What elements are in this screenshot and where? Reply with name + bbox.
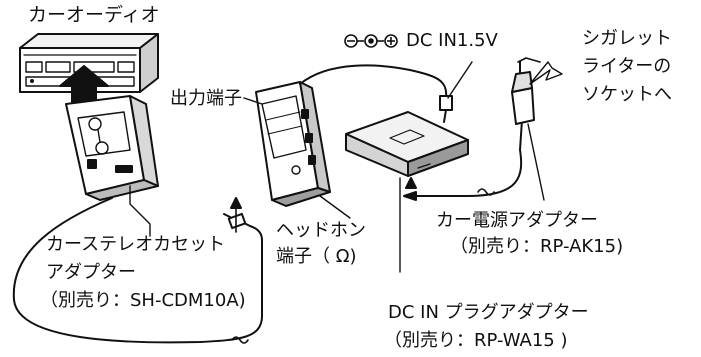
dc-plug-adapter — [345, 111, 469, 177]
headphone-icon: Ω — [335, 246, 350, 267]
cassette-adapter — [65, 95, 159, 201]
headphone-jack-plug — [223, 212, 263, 259]
dc-in-spec-text: DC IN1.5V — [406, 30, 498, 51]
cigarette-arrow — [529, 61, 563, 85]
dc-plug-adapter-label: DC IN プラグアダプター — [388, 302, 589, 323]
dc-in-spec: DC IN1.5V — [342, 30, 498, 52]
headphone-label-line1: ヘッドホン — [276, 220, 366, 241]
cigarette-label-line2: ライターの — [582, 56, 672, 77]
headphone-arrow — [230, 197, 242, 233]
dc-adapter-leader — [399, 177, 417, 273]
dc-cable — [299, 64, 453, 123]
car-power-adapter-label: カー電源アダプター — [436, 210, 598, 231]
car-power-leader — [527, 123, 545, 201]
cassette-leader — [129, 185, 151, 237]
cassette-cable — [12, 197, 263, 344]
cassette-adapter-label-line1: カーステレオカセット — [46, 234, 226, 255]
cigarette-label-line1: シガレット — [582, 28, 672, 49]
cassette-adapter-sold: （別売り：SH-CDM10A) — [40, 290, 246, 311]
portable-player — [255, 81, 331, 207]
headphone-close: ) — [349, 246, 357, 267]
headphone-leader — [319, 195, 351, 219]
output-terminal-label: 出力端子 — [170, 88, 242, 109]
cassette-adapter-label-line2: アダプター — [46, 262, 136, 283]
cigarette-plug — [511, 57, 541, 125]
headphone-terminal-text: 端子（ — [276, 246, 336, 267]
car-audio-label: カーオーディオ — [28, 4, 160, 26]
car-power-cable — [403, 119, 523, 201]
car-power-adapter-sold: （別売り：RP-AK15) — [450, 236, 624, 257]
dc-plug-adapter-sold: （別売り：RP-WA15 ) — [384, 330, 568, 351]
cigarette-label-line3: ソケットへ — [582, 84, 672, 105]
output-terminal-leader — [243, 97, 263, 105]
dc-polarity-icon — [344, 34, 398, 48]
headphone-label-line2: 端子（ Ω) — [276, 246, 357, 268]
dc-in-leader — [447, 61, 473, 99]
car-audio-unit — [19, 33, 159, 93]
